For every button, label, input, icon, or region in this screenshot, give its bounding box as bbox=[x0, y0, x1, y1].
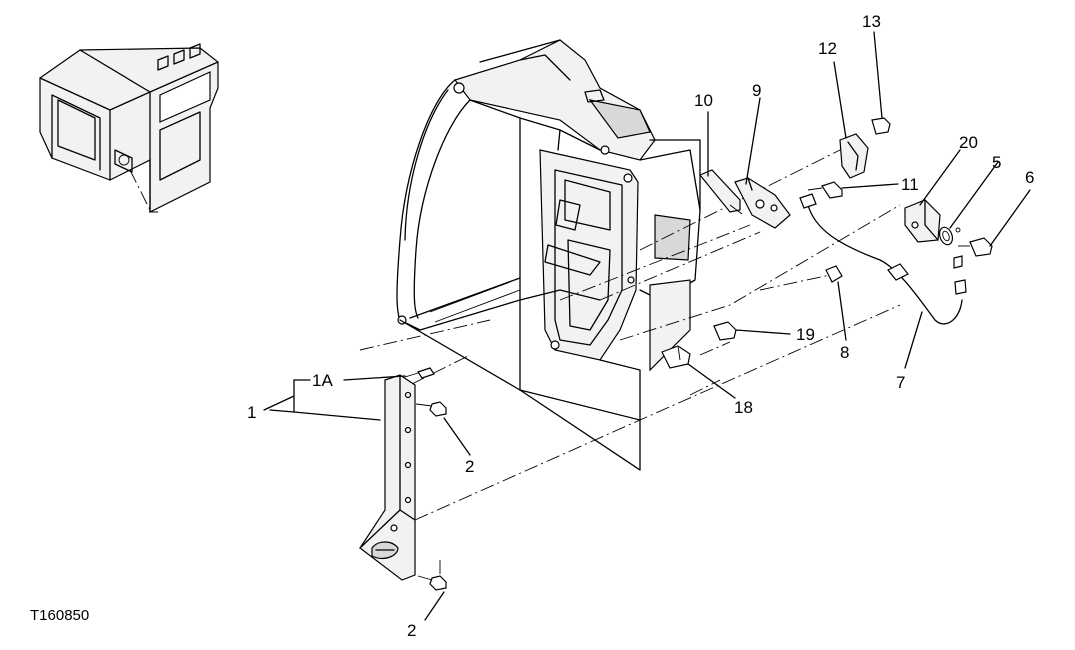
callout-1: 1 bbox=[247, 403, 256, 422]
callout-labels: 1 1A 2 2 5 6 7 8 9 10 11 12 13 18 19 20 bbox=[247, 12, 1034, 640]
part-6-bolt bbox=[958, 237, 993, 257]
part-5-washer bbox=[938, 226, 954, 246]
figure-id: T160850 bbox=[30, 607, 89, 624]
callout-18: 18 bbox=[734, 398, 753, 417]
callout-10: 10 bbox=[694, 91, 713, 110]
callout-5: 5 bbox=[992, 153, 1001, 172]
part-20-bracket bbox=[904, 199, 941, 243]
part-1-bracket bbox=[359, 374, 416, 581]
part-12-bumper bbox=[839, 133, 869, 179]
callout-9: 9 bbox=[752, 81, 761, 100]
callout-11: 11 bbox=[901, 175, 919, 194]
part-13-screw bbox=[871, 117, 891, 135]
callout-13: 13 bbox=[862, 12, 881, 31]
callout-7: 7 bbox=[896, 373, 905, 392]
part-7-cable bbox=[799, 193, 967, 325]
callout-19: 19 bbox=[796, 325, 815, 344]
callout-1a: 1A bbox=[312, 371, 333, 390]
part-18-bolt bbox=[661, 345, 691, 369]
callout-6: 6 bbox=[1025, 168, 1034, 187]
part-1a-bolt bbox=[404, 367, 435, 379]
part-8-clip bbox=[825, 265, 843, 283]
leader-lines bbox=[263, 31, 1031, 621]
part-10-handle bbox=[699, 169, 743, 215]
callout-8: 8 bbox=[840, 343, 849, 362]
callout-2-lower: 2 bbox=[407, 621, 416, 640]
callout-20: 20 bbox=[959, 133, 978, 152]
part-19-bolt bbox=[713, 321, 737, 341]
callout-2-upper: 2 bbox=[465, 457, 474, 476]
part-2-bolt-lower bbox=[417, 575, 447, 591]
part-11-bolt bbox=[807, 181, 843, 199]
part-2-bolt-upper bbox=[415, 401, 447, 417]
callout-12: 12 bbox=[818, 39, 837, 58]
part-9-latch bbox=[734, 177, 791, 229]
cab-frame bbox=[396, 39, 701, 471]
cab-location-inset bbox=[39, 43, 219, 213]
